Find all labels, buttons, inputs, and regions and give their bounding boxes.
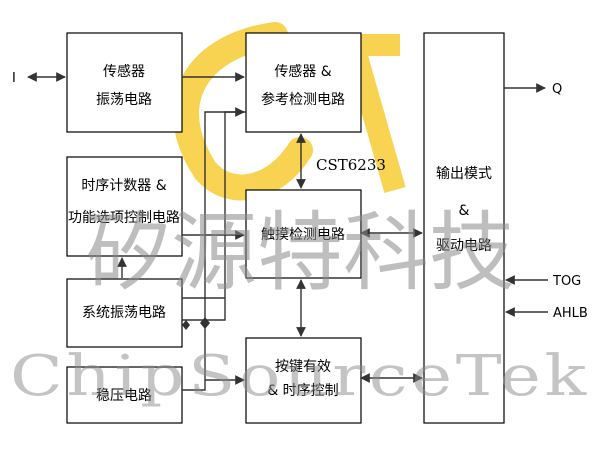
output-q-label: Q <box>552 82 562 97</box>
input-i-label: I <box>12 71 16 86</box>
output-driver-label-3: 驱动电路 <box>436 238 492 254</box>
output-driver-label-2: & <box>459 203 470 219</box>
key-valid-label-1: 按键有效 <box>275 359 331 375</box>
regulator-block <box>66 366 183 424</box>
output-driver-label-1: 输出模式 <box>436 166 492 182</box>
timing-counter-label-2: 功能选项控制电路 <box>68 210 180 226</box>
key-valid-label-2: & 时序控制 <box>267 383 338 399</box>
touch-detect-label: 触摸检测电路 <box>261 227 345 243</box>
ahlb-label: AHLB <box>553 306 588 321</box>
sensor-reference-label-2: 参考检测电路 <box>261 91 345 108</box>
system-oscillator-label: 系统振荡电路 <box>82 305 166 321</box>
system-oscillator-block <box>66 278 183 348</box>
watermark-chinese: 矽源特科技 <box>85 203 515 303</box>
regulator-label: 稳压电路 <box>96 388 152 404</box>
tog-label: TOG <box>552 274 581 289</box>
timing-counter-block <box>66 156 183 257</box>
sensor-reference-block <box>245 32 362 133</box>
connections <box>27 72 548 391</box>
output-driver-block <box>423 32 505 424</box>
timing-counter-label-1: 时序计数器 & <box>81 178 166 194</box>
sensor-oscillator-block <box>66 32 183 133</box>
chip-label: CST6233 <box>316 156 386 174</box>
sensor-oscillator-label-1: 传感器 <box>103 63 145 80</box>
touch-detect-block <box>245 189 362 279</box>
sensor-oscillator-label-2: 振荡电路 <box>96 92 152 108</box>
watermark-english: ChipSourceTek <box>10 344 590 409</box>
sensor-reference-label-1: 传感器 & <box>274 63 331 80</box>
key-valid-block <box>245 337 362 424</box>
